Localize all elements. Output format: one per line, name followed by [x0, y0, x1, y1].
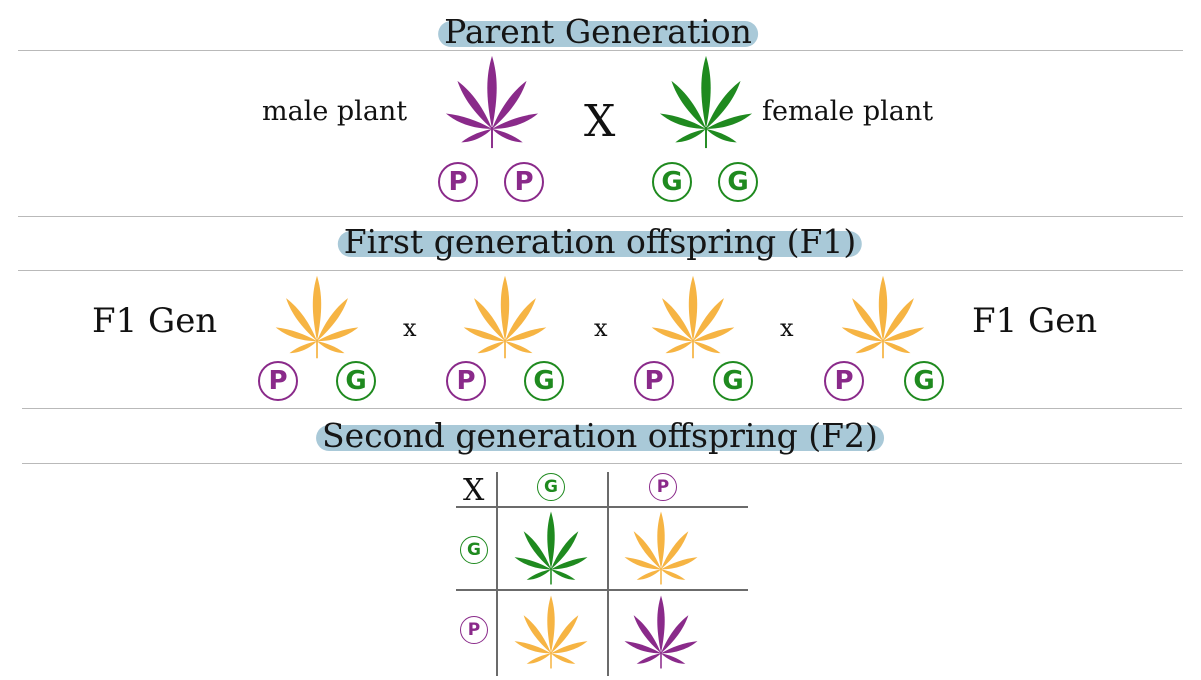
- female-allele-2: G: [718, 162, 758, 202]
- punnett-row-allele-p: P: [460, 616, 488, 644]
- male-plant-label: male plant: [262, 96, 408, 127]
- punnett-row-allele-g: G: [460, 536, 488, 564]
- female-allele-1: G: [652, 162, 692, 202]
- divider-f2-top: [22, 408, 1182, 409]
- divider-f2-bottom: [22, 463, 1182, 464]
- male-plant-purple-leaf-icon: [445, 55, 539, 149]
- f1-right-label: F1 Gen: [972, 301, 1098, 341]
- punnett-hline-2: [456, 589, 748, 591]
- punnett-hline-1: [456, 506, 748, 508]
- divider-top: [18, 50, 1183, 51]
- f1-cross-2: x: [594, 314, 608, 342]
- punnett-cell-pp-purple-leaf-icon: [624, 595, 698, 669]
- f1-title: First generation offspring (F1): [337, 222, 863, 262]
- female-plant-green-leaf-icon: [659, 55, 753, 149]
- f1-plant-4-orange-leaf-icon: [841, 275, 925, 359]
- f1-plant-2-allele-g: G: [524, 361, 564, 401]
- f1-cross-3: x: [780, 314, 794, 342]
- punnett-cell-gg-green-leaf-icon: [514, 511, 588, 585]
- punnett-vline-2: [607, 472, 609, 676]
- f1-plant-3-allele-g: G: [713, 361, 753, 401]
- punnett-cell-gp-orange-leaf-icon: [624, 511, 698, 585]
- parent-generation-title: Parent Generation: [438, 12, 758, 52]
- f1-left-label: F1 Gen: [92, 301, 218, 341]
- punnett-cell-pg-orange-leaf-icon: [514, 595, 588, 669]
- punnett-col-allele-g: G: [537, 473, 565, 501]
- f1-plant-3-orange-leaf-icon: [651, 275, 735, 359]
- punnett-corner-x: X: [463, 473, 485, 508]
- f1-plant-2-orange-leaf-icon: [463, 275, 547, 359]
- f1-plant-4-allele-g: G: [904, 361, 944, 401]
- f1-plant-3-allele-p: P: [634, 361, 674, 401]
- f1-plant-1-allele-p: P: [258, 361, 298, 401]
- f2-title: Second generation offspring (F2): [316, 416, 884, 456]
- f1-plant-4-allele-p: P: [824, 361, 864, 401]
- divider-f1-bottom: [18, 270, 1183, 271]
- f1-plant-1-allele-g: G: [336, 361, 376, 401]
- male-allele-1: P: [438, 162, 478, 202]
- punnett-vline-1: [496, 472, 498, 676]
- punnett-col-allele-p: P: [649, 473, 677, 501]
- f1-cross-1: x: [403, 314, 417, 342]
- f1-plant-2-allele-p: P: [446, 361, 486, 401]
- f1-plant-1-orange-leaf-icon: [275, 275, 359, 359]
- female-plant-label: female plant: [762, 96, 934, 127]
- parent-cross-symbol: X: [584, 96, 616, 147]
- male-allele-2: P: [504, 162, 544, 202]
- divider-f1-top: [18, 216, 1183, 217]
